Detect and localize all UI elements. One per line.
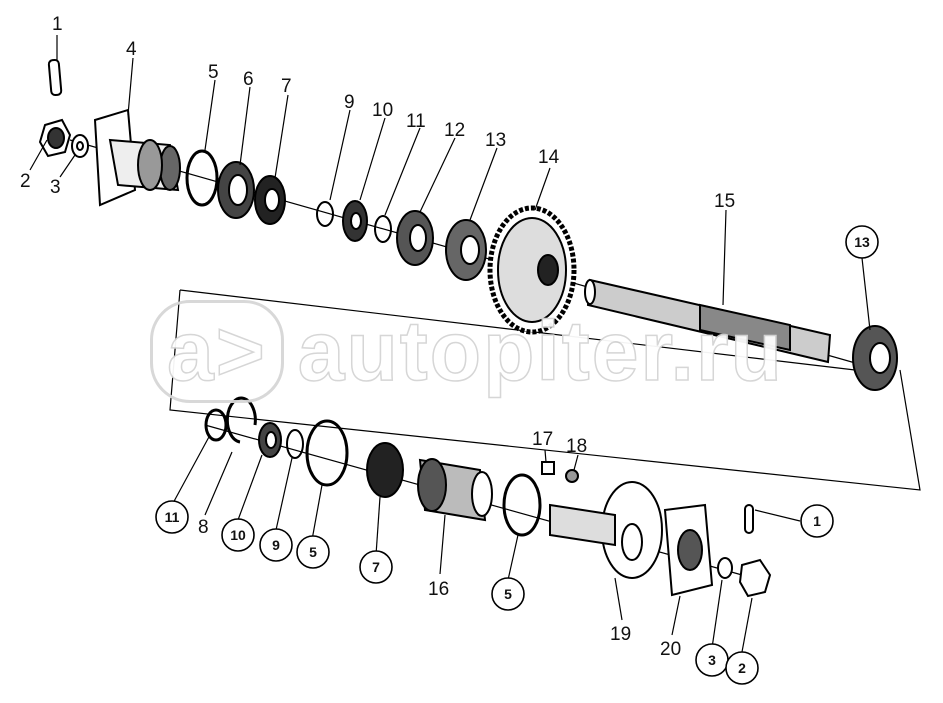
circled-label-1: 1 bbox=[813, 513, 821, 529]
label-17: 17 bbox=[532, 429, 553, 450]
circled-label-3: 3 bbox=[708, 652, 716, 668]
label-11: 11 bbox=[406, 111, 426, 132]
label-13: 13 bbox=[485, 130, 506, 151]
flange-housing-4 bbox=[93, 108, 181, 207]
bearing-10-bottom bbox=[258, 422, 282, 458]
plain-labels: 1 2 3 4 5 6 7 9 10 11 12 13 14 15 8 16 1… bbox=[20, 14, 735, 660]
circled-label-9: 9 bbox=[272, 537, 280, 553]
label-2: 2 bbox=[20, 171, 31, 192]
castle-nut-2-bottom bbox=[738, 558, 772, 598]
circled-label-2: 2 bbox=[738, 660, 746, 676]
o-ring-5-top bbox=[185, 149, 219, 207]
roller-7-bottom bbox=[366, 442, 404, 498]
label-6: 6 bbox=[243, 69, 254, 90]
bearing-12-top bbox=[396, 210, 434, 266]
washer-3-top bbox=[71, 134, 89, 158]
label-16: 16 bbox=[428, 579, 449, 600]
shaft-15 bbox=[584, 278, 832, 364]
label-8: 8 bbox=[198, 517, 209, 538]
label-4: 4 bbox=[126, 39, 137, 60]
washer-3-bottom bbox=[717, 557, 733, 579]
bearing-10-top bbox=[342, 200, 368, 242]
label-18: 18 bbox=[566, 436, 587, 457]
label-7: 7 bbox=[281, 76, 292, 97]
ring-11-bottom bbox=[204, 408, 228, 442]
circled-label-5-right: 5 bbox=[504, 586, 512, 602]
label-12: 12 bbox=[444, 120, 465, 141]
circled-label-10: 10 bbox=[230, 527, 246, 543]
circled-label-texts: 13 11 10 9 5 7 5 1 3 2 bbox=[165, 234, 870, 676]
assembly-axis-lines bbox=[69, 139, 921, 581]
bearing-13-right bbox=[852, 325, 898, 391]
circled-labels bbox=[155, 225, 879, 685]
circled-label-13: 13 bbox=[854, 234, 870, 250]
label-10: 10 bbox=[372, 100, 393, 121]
circled-label-11: 11 bbox=[165, 509, 180, 525]
castle-nut-2-top bbox=[38, 118, 72, 158]
roller-7-top bbox=[254, 175, 286, 225]
washer-18 bbox=[565, 469, 579, 483]
label-19: 19 bbox=[610, 624, 631, 645]
leader-lines bbox=[29, 35, 871, 653]
label-1: 1 bbox=[52, 14, 63, 35]
circlip-9-bottom bbox=[286, 429, 304, 459]
sleeve-16 bbox=[417, 458, 493, 522]
o-ring-5-bottom-right bbox=[502, 473, 542, 537]
label-15: 15 bbox=[714, 191, 735, 212]
bearing-13-top bbox=[445, 219, 487, 281]
bearing-6-top bbox=[217, 161, 255, 219]
circled-label-5-left: 5 bbox=[309, 544, 317, 560]
label-20: 20 bbox=[660, 639, 681, 660]
cotter-pin-1-bottom bbox=[744, 504, 754, 534]
bolt-17 bbox=[541, 461, 555, 475]
flange-20 bbox=[663, 503, 714, 597]
gear-14 bbox=[487, 205, 577, 335]
hub-19 bbox=[549, 481, 663, 579]
circlip-9-top bbox=[316, 201, 334, 227]
ring-11-top bbox=[374, 215, 392, 243]
cotter-pin-1-top bbox=[47, 58, 63, 97]
label-3: 3 bbox=[50, 177, 61, 198]
label-9: 9 bbox=[344, 92, 355, 113]
label-5: 5 bbox=[208, 62, 219, 83]
circled-label-7: 7 bbox=[372, 559, 380, 575]
o-ring-5-bottom-left bbox=[305, 419, 349, 487]
label-14: 14 bbox=[538, 147, 560, 168]
